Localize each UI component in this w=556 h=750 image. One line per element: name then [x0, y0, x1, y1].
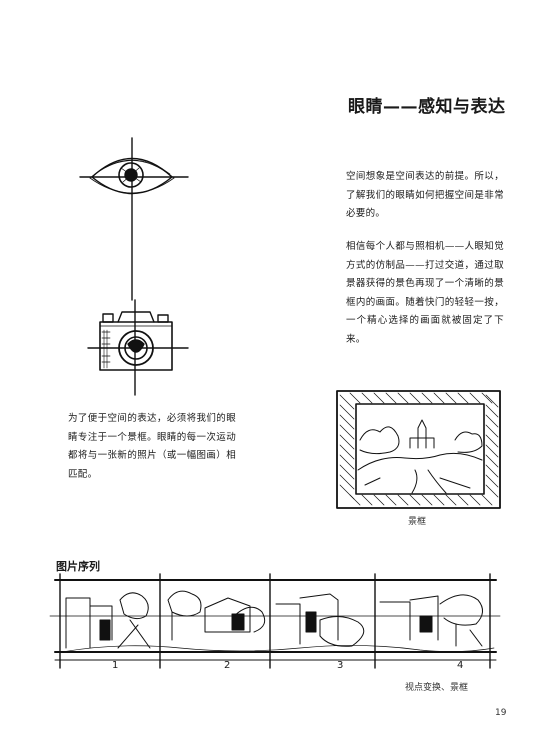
camera-paragraph: 相信每个人都与照相机——人眼知觉方式的仿制品——打过交道，通过取景器获得的景色再… [346, 241, 504, 345]
page-number: 19 [495, 708, 507, 718]
intro-paragraph: 空间想象是空间表达的前提。所以，了解我们的眼睛如何把握空间是非常必要的。 [346, 171, 504, 219]
sequence-number-2: 2 [224, 660, 231, 671]
sequence-number-1: 1 [112, 660, 119, 671]
frame-paragraph: 为了便于空间的表达，必须将我们的眼睛专注于一个景框。眼睛的每一次运动都将与一张新… [68, 413, 236, 480]
sequence-number-3: 3 [337, 660, 344, 671]
sequence-number-4: 4 [457, 660, 464, 671]
page-title: 眼睛——感知与表达 [348, 97, 506, 117]
sequence-heading: 图片序列 [56, 560, 100, 573]
sequence-caption: 视点变换、景框 [405, 683, 469, 693]
frame-caption: 景框 [408, 517, 427, 527]
